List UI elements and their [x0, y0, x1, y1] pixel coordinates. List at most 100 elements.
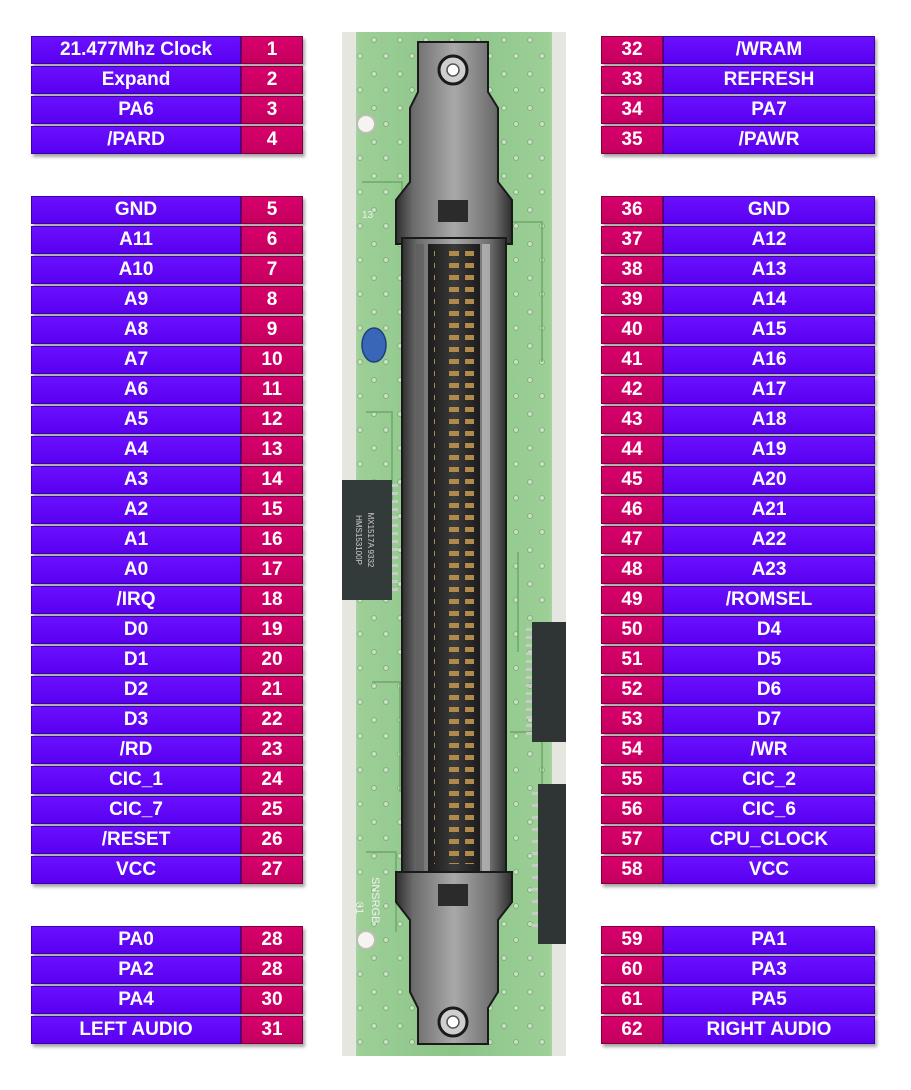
signal-name: LEFT AUDIO — [31, 1016, 241, 1044]
signal-name: A2 — [31, 496, 241, 524]
pin-number: 35 — [601, 126, 663, 154]
signal-name: CIC_6 — [663, 796, 875, 824]
signal-name: PA5 — [663, 986, 875, 1014]
signal-name: A4 — [31, 436, 241, 464]
pin-number: 49 — [601, 586, 663, 614]
signal-name: A20 — [663, 466, 875, 494]
pin-number: 10 — [241, 346, 303, 374]
cartridge-connector-photo: MX1517A 9332 HMS153100P 13 SNSRGB 01 — [342, 32, 566, 1056]
signal-name: PA0 — [31, 926, 241, 954]
pin-number: 60 — [601, 956, 663, 984]
pin-number: 12 — [241, 406, 303, 434]
pin-number: 24 — [241, 766, 303, 794]
pin-number: 52 — [601, 676, 663, 704]
signal-name: /RESET — [31, 826, 241, 854]
signal-name: /WR — [663, 736, 875, 764]
pin-number: 26 — [241, 826, 303, 854]
signal-name: D7 — [663, 706, 875, 734]
signal-name: PA7 — [663, 96, 875, 124]
pin-number: 22 — [241, 706, 303, 734]
pin-number: 21 — [241, 676, 303, 704]
pin-number: 7 — [241, 256, 303, 284]
pin-number: 42 — [601, 376, 663, 404]
capacitor — [361, 327, 387, 363]
pin-number: 15 — [241, 496, 303, 524]
signal-name: Expand — [31, 66, 241, 94]
pin-number: 57 — [601, 826, 663, 854]
pin-number: 28 — [241, 956, 303, 984]
chip-left — [342, 480, 392, 600]
signal-name: /WRAM — [663, 36, 875, 64]
signal-name: A12 — [663, 226, 875, 254]
signal-name: A11 — [31, 226, 241, 254]
pin-number: 25 — [241, 796, 303, 824]
signal-name: A9 — [31, 286, 241, 314]
signal-name: VCC — [663, 856, 875, 884]
pin-number: 14 — [241, 466, 303, 494]
signal-name: /ROMSEL — [663, 586, 875, 614]
signal-name: D0 — [31, 616, 241, 644]
pin-number: 62 — [601, 1016, 663, 1044]
signal-name: A6 — [31, 376, 241, 404]
signal-name: PA1 — [663, 926, 875, 954]
signal-name: PA6 — [31, 96, 241, 124]
signal-name: A22 — [663, 526, 875, 554]
pin-number: 11 — [241, 376, 303, 404]
signal-name: A21 — [663, 496, 875, 524]
signal-name: A7 — [31, 346, 241, 374]
signal-name: A13 — [663, 256, 875, 284]
signal-name: D2 — [31, 676, 241, 704]
pin-row: 32/WRAM — [601, 36, 875, 64]
signal-name: A1 — [31, 526, 241, 554]
chip-right-2 — [538, 784, 566, 944]
signal-name: CIC_2 — [663, 766, 875, 794]
pin-number: 5 — [241, 196, 303, 224]
board-label-u3: 13 — [362, 210, 374, 221]
pin-number: 31 — [241, 1016, 303, 1044]
signal-name: /IRQ — [31, 586, 241, 614]
pin-number: 2 — [241, 66, 303, 94]
pin-number: 19 — [241, 616, 303, 644]
pin-number: 43 — [601, 406, 663, 434]
signal-name: A23 — [663, 556, 875, 584]
signal-name: A18 — [663, 406, 875, 434]
pin-number: 50 — [601, 616, 663, 644]
connector-top-bracket — [395, 41, 513, 245]
signal-name: CPU_CLOCK — [663, 826, 875, 854]
pin-number: 3 — [241, 96, 303, 124]
pin-number: 53 — [601, 706, 663, 734]
signal-name: CIC_7 — [31, 796, 241, 824]
signal-name: GND — [663, 196, 875, 224]
pin-number: 45 — [601, 466, 663, 494]
